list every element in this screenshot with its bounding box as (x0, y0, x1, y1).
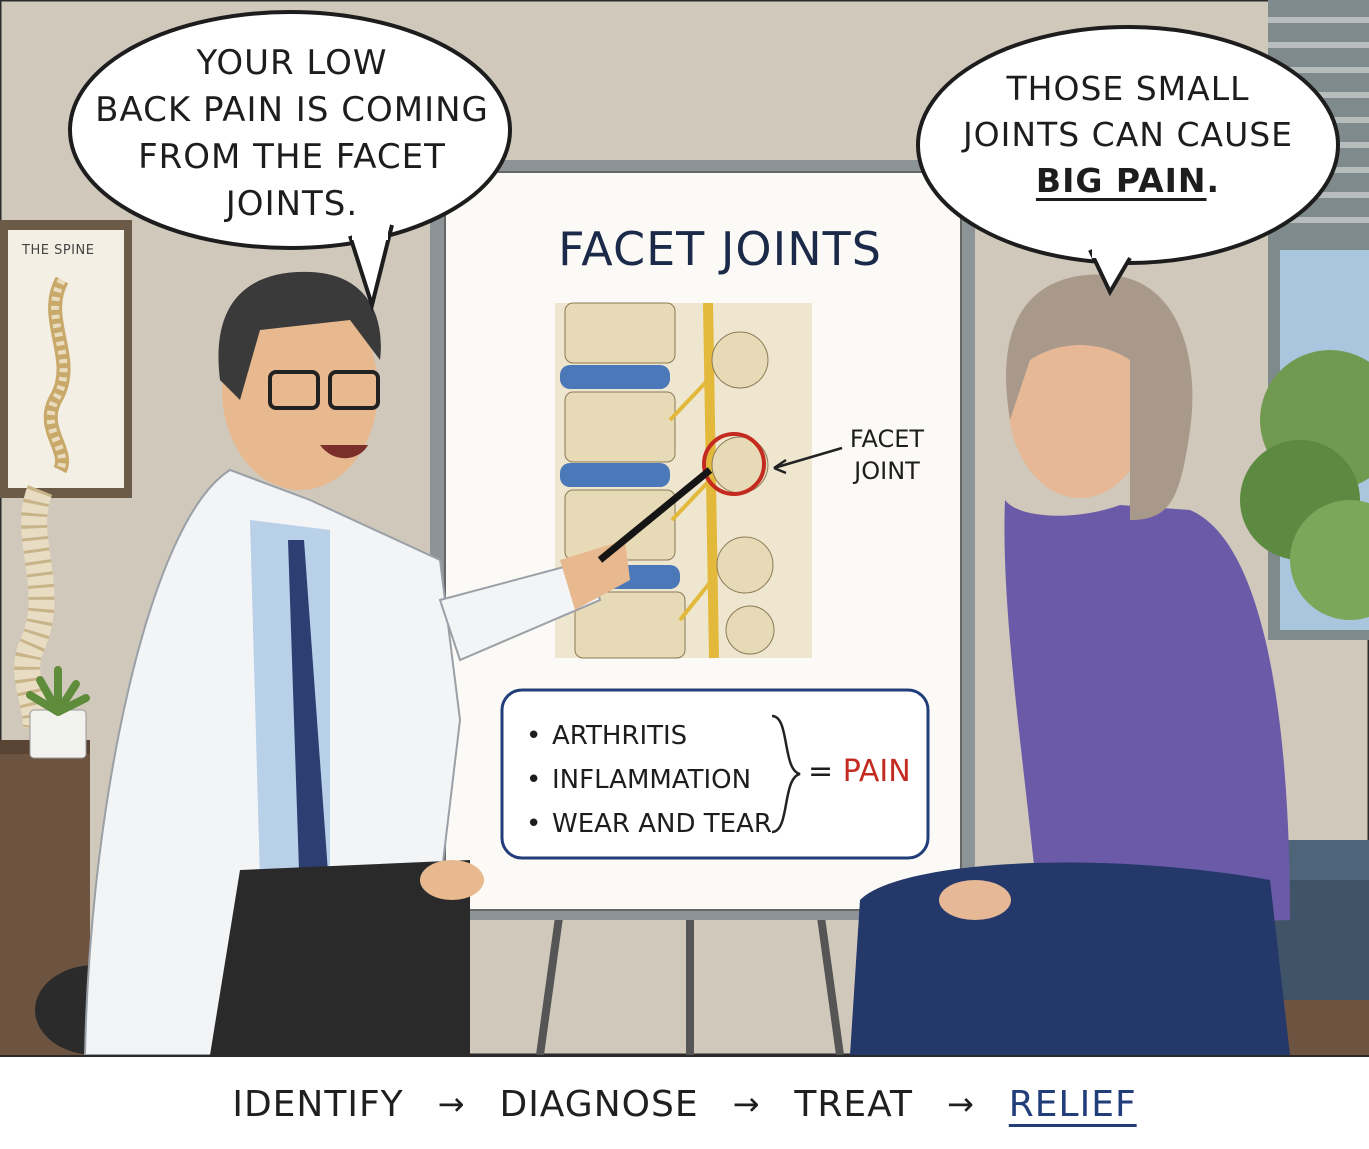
speech-end-period: . (1206, 161, 1221, 200)
doctor-speech-line: BACK PAIN IS COMING (95, 90, 489, 130)
tie (288, 540, 330, 900)
callout-line: FACET (849, 425, 925, 453)
step-treat: TREAT (794, 1083, 913, 1125)
doctor-speech-line: YOUR LOW (196, 43, 388, 83)
pain-label: PAIN (842, 754, 911, 789)
pointer (597, 467, 713, 563)
callout-line: JOINT (854, 457, 920, 485)
wall-chart-label: THE SPINE (22, 243, 95, 258)
equals-pain: = PAIN (808, 754, 911, 789)
cause-item: INFLAMMATION (524, 758, 772, 802)
patient-speech-line: THOSE SMALL (1006, 69, 1250, 108)
facet-joint-highlight (702, 432, 766, 496)
right-speech-bubble (916, 25, 1340, 297)
causes-list: ARTHRITIS INFLAMMATION WEAR AND TEAR (524, 714, 772, 846)
patient-speech: THOSE SMALL JOINTS CAN CAUSE BIG PAIN. (928, 66, 1328, 204)
step-identify: IDENTIFY (232, 1083, 404, 1125)
patient-speech-emphasis-line: BIG PAIN. (928, 158, 1328, 204)
patient-speech-line: JOINTS CAN CAUSE (962, 115, 1294, 154)
step-diagnose: DIAGNOSE (499, 1083, 699, 1125)
doctor-speech: YOUR LOW BACK PAIN IS COMING FROM THE FA… (92, 40, 492, 228)
spine-model (14, 485, 55, 734)
cause-item: ARTHRITIS (524, 714, 772, 758)
cause-item: WEAR AND TEAR (524, 802, 772, 846)
arrow-right-icon: → (732, 1085, 761, 1123)
patient (850, 274, 1290, 1055)
caption-bar: IDENTIFY → DIAGNOSE → TREAT → RELIEF (0, 1055, 1369, 1149)
doctor (35, 271, 713, 1056)
arrow-right-icon: → (437, 1085, 466, 1123)
equals-sign: = (808, 754, 834, 789)
doctor-speech-line: FROM THE FACET (138, 137, 446, 177)
doctor-speech-line: JOINTS. (225, 184, 359, 224)
plant (26, 666, 90, 759)
spine-wall-chart (0, 220, 132, 498)
brace (771, 714, 801, 834)
step-relief: RELIEF (1008, 1083, 1137, 1125)
board-title: FACET JOINTS (558, 222, 882, 276)
arrow-right-icon: → (946, 1085, 975, 1123)
big-pain-emphasis: BIG PAIN (1035, 161, 1207, 200)
facet-joint-callout: FACET JOINT (832, 423, 942, 487)
left-speech-bubble (68, 10, 512, 313)
